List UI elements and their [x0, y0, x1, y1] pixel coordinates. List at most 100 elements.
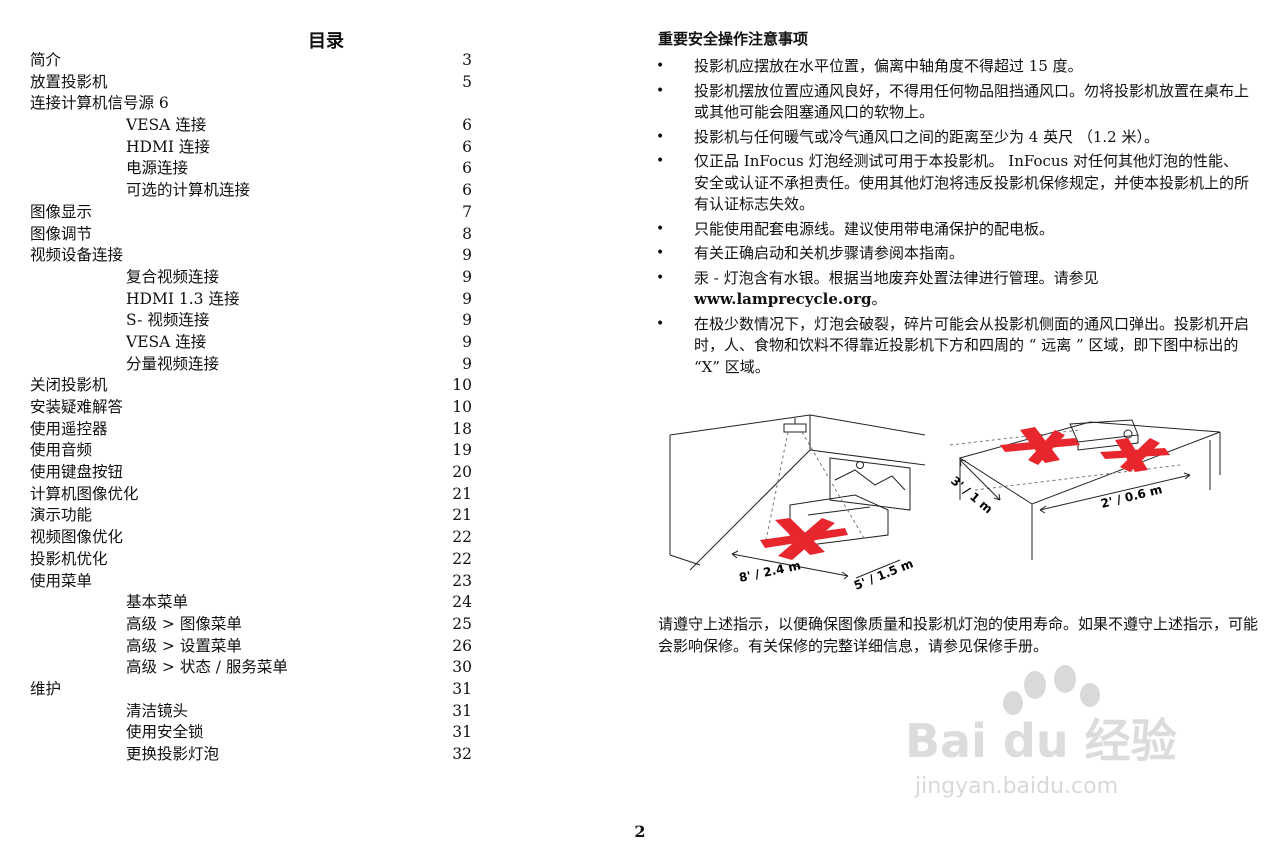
bullet-marker: •: [656, 128, 665, 145]
toc-entry-label: 使用键盘按钮: [30, 463, 124, 482]
page-number: 2: [634, 822, 646, 841]
toc-entry-page: 6: [462, 159, 472, 178]
paw-logo: [1003, 665, 1100, 715]
toc-entry-label: HDMI 1.3 连接: [126, 289, 240, 308]
toc-entry-label: 维护: [30, 679, 62, 698]
safety-item-text: 投影机与任何暖气或冷气通风口之间的距离至少为 4 英尺 （1.2 米）。: [694, 127, 1159, 146]
toc-entry-page: 6: [462, 181, 472, 200]
toc-entry-label: 使用菜单: [30, 571, 93, 590]
toc-entry-page: 21: [452, 506, 472, 525]
toc-entry-page: 6: [462, 137, 472, 156]
toc-entry: 连接计算机信号源 6: [30, 93, 480, 115]
safety-item-text: 投影机应摆放在水平位置，偏离中轴角度不得超过 15 度。: [694, 57, 1083, 75]
safety-item: •有关正确启动和关机步骤请参阅本指南。: [652, 243, 1252, 265]
recycle-url-suffix: 。: [871, 290, 887, 308]
right-keep-out-x-marks: [1000, 427, 1170, 472]
left-keep-out-x-mark: [760, 518, 848, 560]
safety-item: • 在极少数情况下，灯泡会破裂，碎片可能会从投影机侧面的通风口弹出。投影机开启时，…: [652, 314, 1252, 379]
watermark-url: jingyan.baidu.com: [914, 774, 1118, 799]
safety-item-text: 投影机摆放位置应通风良好，不得用任何物品阻挡通风口。勿将投影机放置在桌布上或其他…: [694, 81, 1250, 122]
toc-entry-label: 可选的计算机连接: [126, 181, 251, 200]
safety-item-text: 汞 - 灯泡含有水银。根据当地废弃处置法律进行管理。请参见: [694, 268, 1099, 287]
toc-title: 目录: [308, 31, 344, 52]
toc-entry: 电源连接 6: [30, 158, 480, 180]
toc-entry-page: 9: [462, 311, 472, 330]
toc-entry-label: 简介: [30, 51, 62, 69]
toc-entry: 维护 31: [30, 679, 480, 701]
toc-entry-page: 9: [462, 267, 472, 286]
toc-entry-label: 复合视频连接: [126, 267, 220, 286]
safety-item: •仅正品 InFocus 灯泡经测试可用于本投影机。 InFocus 对任何其他…: [652, 151, 1252, 216]
recycle-url-text: www.lamprecycle.org: [694, 290, 872, 308]
toc-entry-page: 9: [462, 354, 472, 373]
toc-entry-page: 26: [452, 636, 472, 655]
toc-entry-label: 计算机图像优化: [30, 484, 139, 503]
safety-item: • 投影机应摆放在水平位置，偏离中轴角度不得超过 15 度。: [652, 56, 1252, 78]
toc-entry-label: 投影机优化: [30, 549, 108, 568]
toc-entry-page: 23: [452, 571, 472, 590]
toc-entry-page: 21: [452, 484, 472, 503]
toc-entry-page: 25: [452, 614, 472, 633]
recycle-url: www.lamprecycle.org。: [694, 289, 1252, 311]
toc-entry-label: 使用遥控器: [30, 419, 108, 438]
safety-title: 重要安全操作注意事项: [658, 30, 809, 48]
toc-entry: 计算机图像优化 21: [30, 484, 480, 506]
toc-entry-label: 更换投影灯泡: [126, 745, 220, 763]
toc-entry-page: 10: [452, 398, 472, 416]
toc-entry-page: 18: [452, 419, 472, 438]
toc-entry-label: 电源连接: [126, 159, 189, 178]
toc-entry-label: 连接计算机信号源 6: [30, 94, 169, 113]
safety-item: •投影机摆放位置应通风良好，不得用任何物品阻挡通风口。勿将投影机放置在桌布上或其…: [652, 81, 1252, 124]
toc-entry-page: 30: [452, 658, 472, 677]
toc-entry: 使用遥控器 18: [30, 419, 480, 441]
left-dimension-arrows: [731, 550, 901, 580]
toc-entry-page: 5: [462, 72, 472, 91]
toc-entry-page: 31: [452, 723, 472, 742]
toc-entry-label: VESA 连接: [126, 332, 207, 351]
toc-entry: 可选的计算机连接 6: [30, 180, 480, 202]
toc-entry-label: 关闭投影机: [30, 376, 108, 395]
watermark-brand: Bai du 经验: [905, 714, 1177, 768]
toc-entry-label: 高级 > 状态 / 服务菜单: [126, 658, 288, 677]
projector-clearance-diagram: 8' / 2.4 m 5' / 1.5 m 3' / 1 m 2' / 0.6 …: [669, 414, 1221, 593]
safety-list: •投影机应摆放在水平位置，偏离中轴角度不得超过 15 度。•投影机摆放位置应通风…: [652, 56, 1252, 381]
safety-item-text: 仅正品 InFocus 灯泡经测试可用于本投影机。 InFocus 对任何其他灯…: [694, 152, 1250, 213]
toc-entry: 视频图像优化 22: [30, 527, 480, 549]
safety-item-text: 在极少数情况下，灯泡会破裂，碎片可能会从投影机侧面的通风口弹出。投影机开启时，人…: [694, 314, 1250, 376]
toc-entry-page: 22: [452, 528, 472, 547]
left-short-dimension-label: 5' / 1.5 m: [852, 556, 915, 592]
table-scene: [958, 419, 1221, 560]
bullet-marker: •: [656, 58, 665, 74]
toc-entry-label: 高级 > 设置菜单: [126, 636, 242, 655]
safety-item: • 投影机与任何暖气或冷气通风口之间的距离至少为 4 英尺 （1.2 米）。: [652, 127, 1252, 149]
toc-entry-label: 视频图像优化: [30, 528, 124, 547]
toc-entry: S- 视频连接 9: [30, 310, 480, 332]
toc-entry-page: 31: [452, 679, 472, 698]
toc-entry-label: S- 视频连接: [126, 311, 210, 330]
bullet-marker: •: [656, 315, 665, 332]
safety-item-text: 有关正确启动和关机步骤请参阅本指南。: [694, 244, 965, 262]
toc-entry: 复合视频连接 9: [30, 267, 480, 289]
right-long-dimension-label: 2' / 0.6 m: [1099, 482, 1163, 511]
toc-entry-page: 24: [452, 593, 472, 612]
toc-entry-label: VESA 连接: [126, 116, 207, 135]
toc-entry-label: 视频设备连接: [30, 246, 124, 265]
bullet-marker: •: [656, 269, 665, 286]
